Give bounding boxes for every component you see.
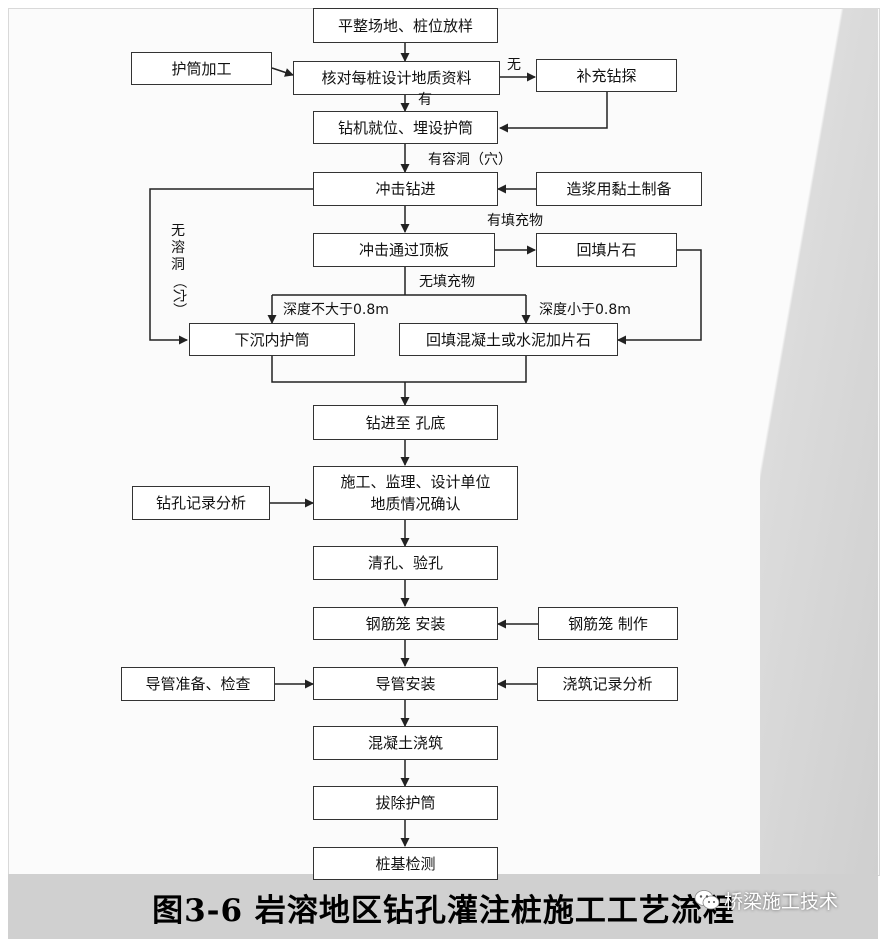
step-casing-fabrication: 护筒加工 — [131, 52, 272, 85]
step-check-geology: 核对每桩设计地质资料 — [293, 61, 500, 95]
watermark-text: 桥梁施工技术 — [724, 890, 839, 913]
step-impact-drilling: 冲击钻进 — [313, 172, 498, 206]
step-tremie-install: 导管安装 — [313, 667, 498, 700]
label-has-fill: 有填充物 — [487, 213, 543, 229]
step-clay-preparation: 造浆用黏土制备 — [536, 172, 702, 206]
label-yes: 有 — [418, 92, 432, 108]
watermark: 桥梁施工技术 — [694, 883, 838, 917]
no-cave-paren: （穴） — [170, 275, 187, 317]
no-cave-text: 无溶洞 — [171, 223, 185, 273]
arrow-nocave-sink — [149, 188, 313, 345]
step-clean-hole: 清孔、验孔 — [313, 546, 498, 580]
step-sink-inner-casing: 下沉内护筒 — [189, 323, 355, 356]
step-remove-casing: 拔除护筒 — [313, 786, 498, 820]
step-concrete-pouring: 混凝土浇筑 — [313, 726, 498, 760]
step-extra-drilling: 补充钻探 — [536, 59, 677, 92]
decorative-wedge — [760, 8, 878, 874]
step-tremie-preparation: 导管准备、检查 — [121, 667, 275, 701]
title-band — [8, 874, 878, 939]
step-drilling-record-analysis: 钻孔记录分析 — [132, 486, 270, 520]
arrow-backfill-concrete — [617, 249, 702, 345]
step-cage-fabrication: 钢筋笼 制作 — [538, 607, 678, 640]
step-pile-testing: 桩基检测 — [313, 847, 498, 880]
arrow-casingfab-check — [271, 67, 294, 77]
confirmation-line-2: 地质情况确认 — [370, 495, 461, 513]
wechat-icon — [694, 890, 720, 910]
label-no-fill: 无填充物 — [419, 274, 475, 290]
label-depth-not-exceed: 深度不大于0.8m — [283, 302, 389, 318]
step-rig-positioning: 钻机就位、埋设护筒 — [313, 111, 498, 144]
step-site-prep: 平整场地、桩位放样 — [313, 8, 498, 43]
merge-left — [271, 356, 527, 383]
label-has-cave: 有容洞（穴） — [428, 152, 512, 168]
step-geology-confirmation: 施工、监理、设计单位 地质情况确认 — [313, 466, 518, 520]
figure-title: 图3-6 岩溶地区钻孔灌注桩施工工艺流程 — [152, 893, 735, 929]
step-pour-record-analysis: 浇筑记录分析 — [537, 667, 678, 701]
label-depth-less-than: 深度小于0.8m — [539, 302, 631, 318]
step-impact-roof: 冲击通过顶板 — [313, 233, 495, 267]
arrow-extra-rig — [499, 92, 608, 133]
label-no-cave-vertical: 无溶洞 （穴） — [170, 223, 187, 317]
step-drill-to-bottom: 钻进至 孔底 — [313, 405, 498, 440]
step-backfill-stone: 回填片石 — [536, 233, 677, 267]
confirmation-line-1: 施工、监理、设计单位 — [340, 473, 491, 491]
step-backfill-concrete: 回填混凝土或水泥加片石 — [399, 323, 618, 356]
step-cage-install: 钢筋笼 安装 — [313, 607, 498, 640]
label-no: 无 — [507, 57, 521, 73]
